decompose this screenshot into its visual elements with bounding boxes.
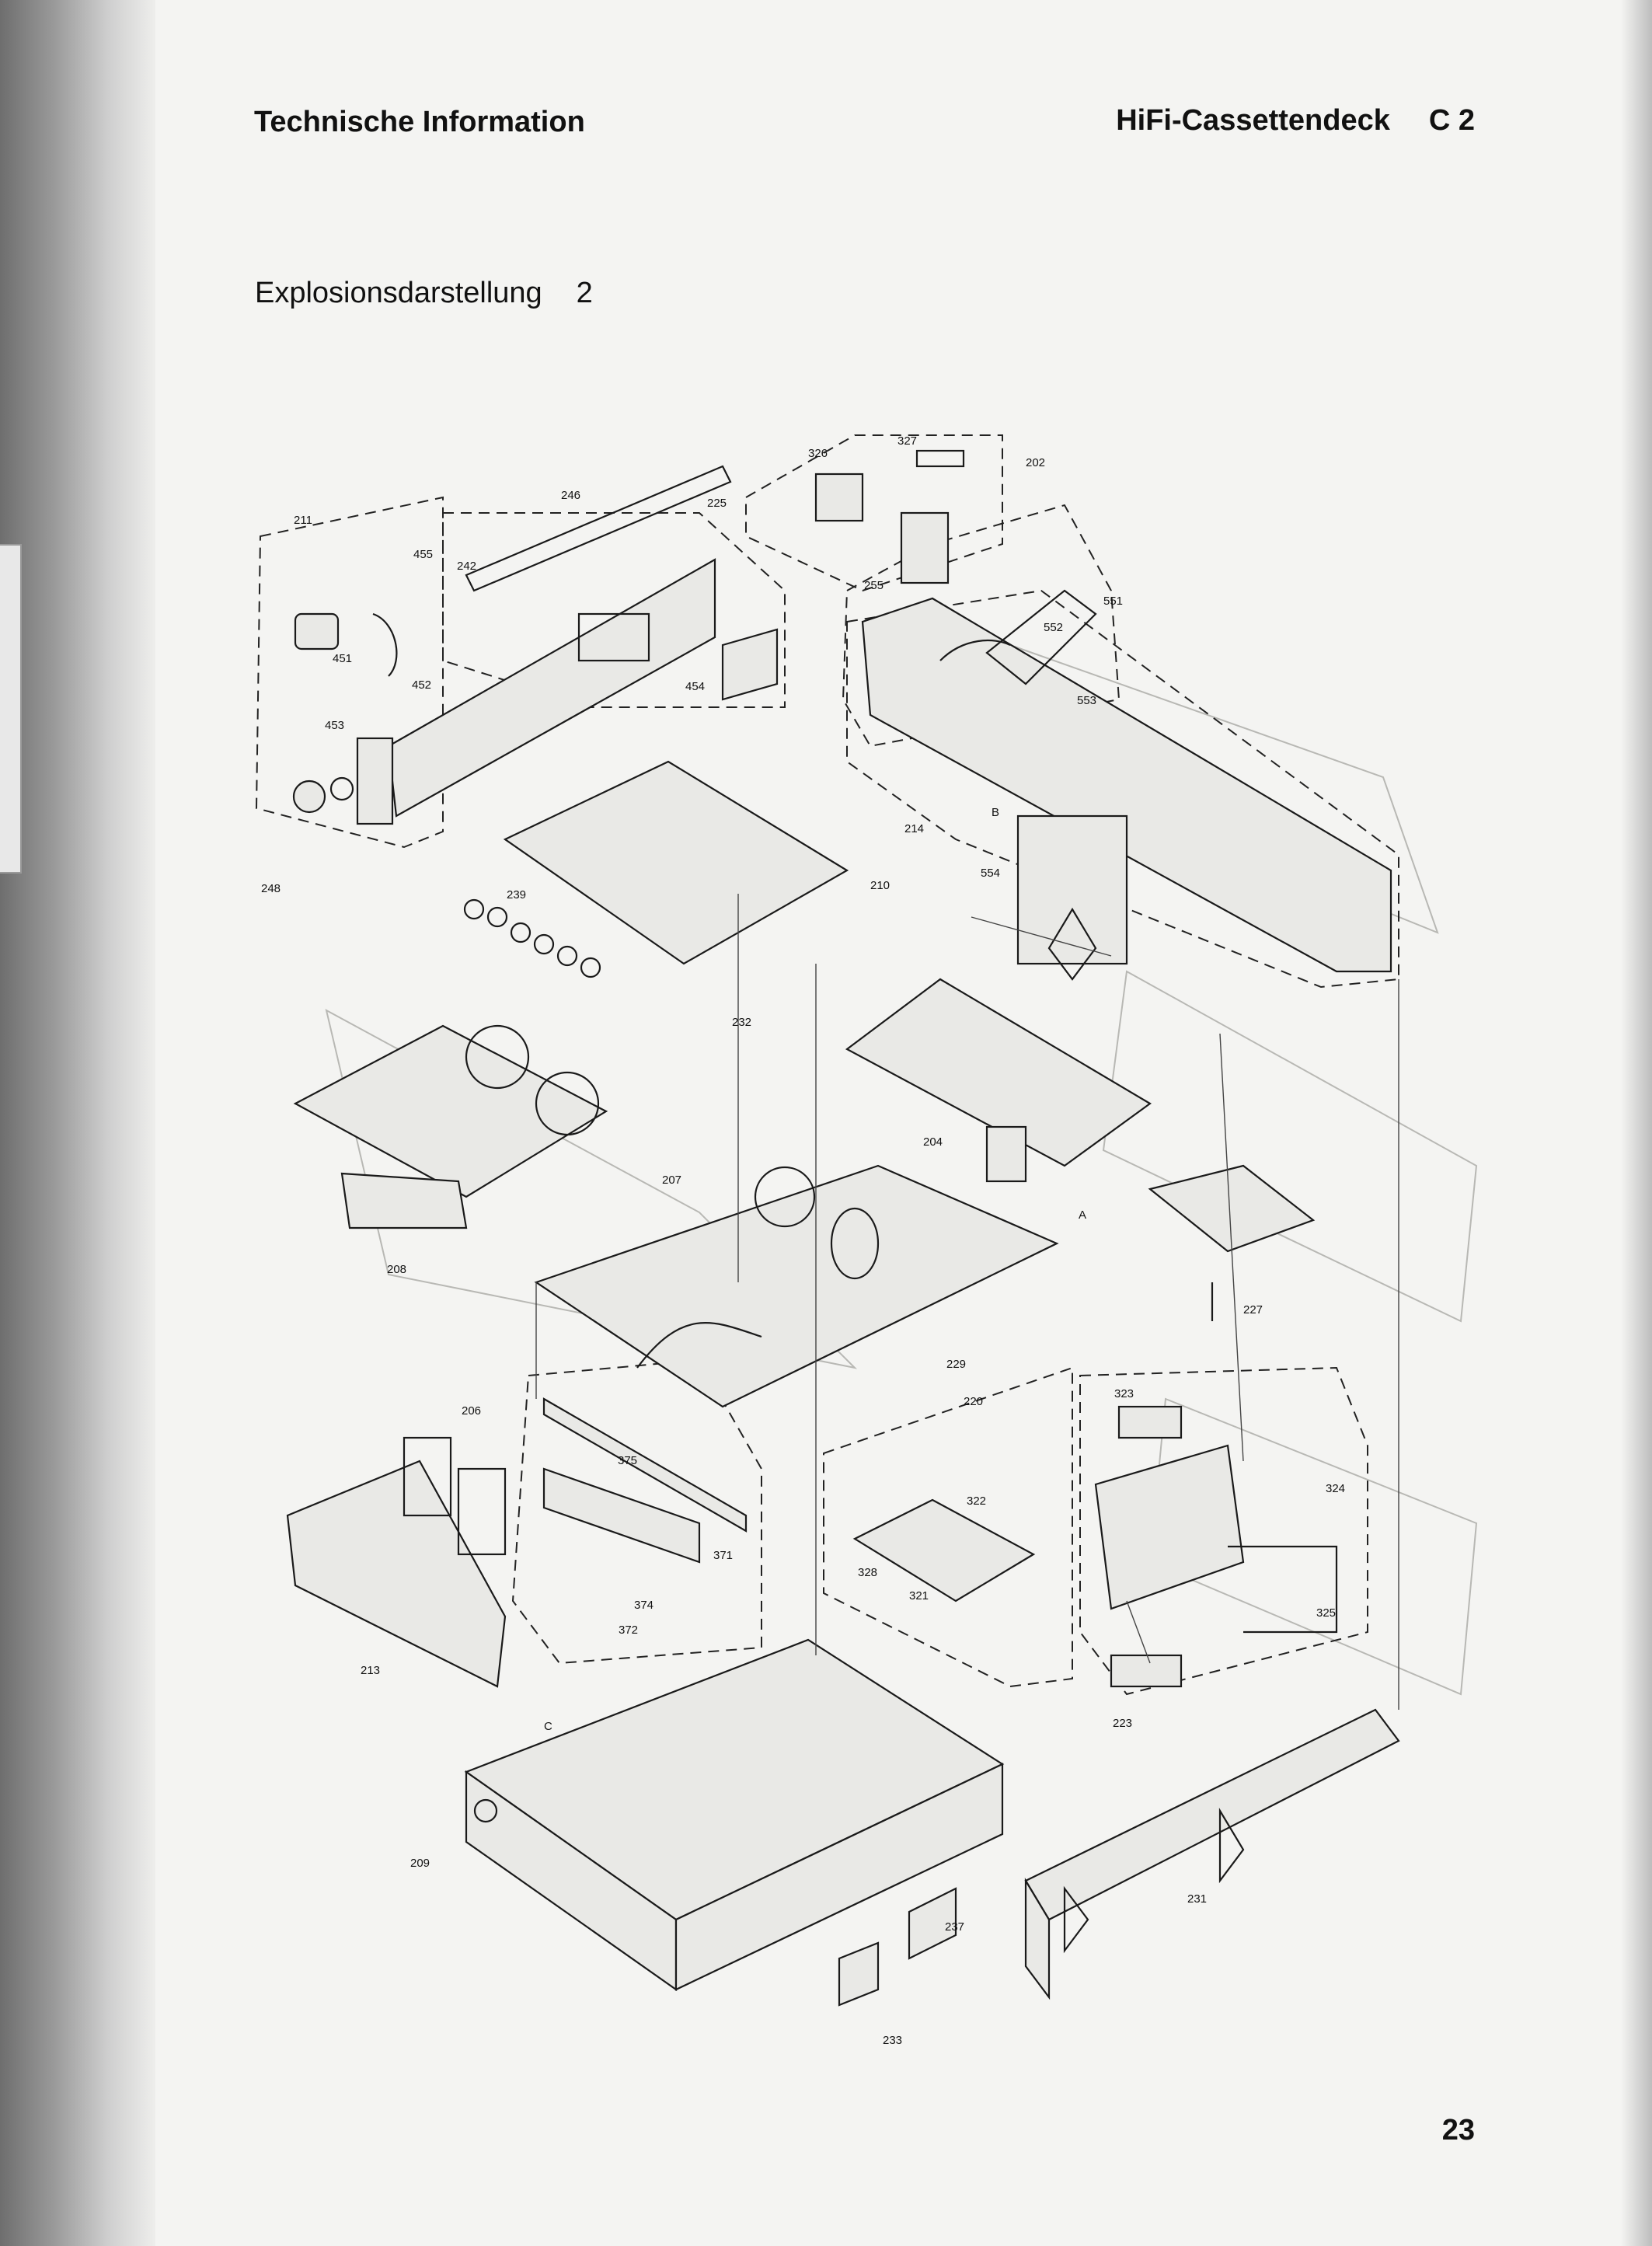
book-spine-shadow [0, 0, 155, 2246]
part-label: 323 [1114, 1387, 1134, 1400]
part-label: 246 [561, 489, 580, 502]
part-label: 328 [858, 1566, 877, 1579]
part-label: 232 [732, 1016, 751, 1029]
page-edge-shadow [1621, 0, 1652, 2246]
part-label: 220 [964, 1395, 983, 1408]
part-label: 452 [412, 678, 431, 692]
part-label: 214 [904, 822, 924, 835]
part-label: A [1079, 1208, 1086, 1222]
part-label: 326 [808, 447, 828, 460]
part-label: 455 [413, 548, 433, 561]
part-label: 248 [261, 882, 281, 895]
diagram-title: Explosionsdarstellung 2 [255, 277, 593, 310]
part-label: 322 [967, 1494, 986, 1508]
part-label: 207 [662, 1174, 681, 1187]
part-label: 372 [619, 1623, 638, 1637]
part-label: 223 [1113, 1717, 1132, 1730]
part-label: 453 [325, 719, 344, 732]
part-label: 375 [618, 1454, 637, 1467]
part-label: 552 [1044, 621, 1063, 634]
part-label: 321 [909, 1589, 929, 1603]
diagram-number: 2 [576, 277, 593, 309]
part-label: 324 [1326, 1482, 1345, 1495]
part-label: 202 [1026, 456, 1045, 469]
part-label: 551 [1103, 595, 1123, 608]
part-label: 374 [634, 1599, 653, 1612]
exploded-parts [286, 449, 1400, 2007]
product-heading: HiFi-Cassettendeck C 2 [1116, 104, 1475, 138]
product-name: HiFi-Cassettendeck [1116, 104, 1390, 137]
part-label: 206 [462, 1404, 481, 1418]
part-label: 233 [883, 2034, 902, 2047]
part-label: 209 [410, 1857, 430, 1870]
part-label: 242 [457, 560, 476, 573]
assembly-group-outlines [255, 434, 1399, 1696]
part-label: 210 [870, 879, 890, 892]
part-label: B [992, 806, 999, 819]
part-label: 211 [294, 514, 312, 527]
part-label: 225 [707, 497, 727, 510]
diagram-title-text: Explosionsdarstellung [255, 277, 542, 309]
part-number-labels: 211 455 246 225 326 327 202 242 255 551 … [261, 434, 1345, 2047]
section-heading: Technische Information [254, 106, 585, 138]
part-label: 554 [981, 867, 1000, 880]
model-code: C 2 [1428, 104, 1475, 137]
part-label: 213 [361, 1664, 380, 1677]
part-label: 204 [923, 1135, 943, 1149]
part-label: 229 [946, 1358, 966, 1371]
part-label: C [544, 1720, 552, 1733]
part-label: 371 [713, 1549, 733, 1562]
part-label: 255 [864, 579, 884, 592]
part-label: 227 [1243, 1303, 1263, 1317]
part-label: 454 [685, 680, 705, 693]
part-label: 327 [897, 434, 917, 448]
part-label: 325 [1316, 1606, 1336, 1620]
part-label: 451 [333, 652, 352, 665]
adjacent-page-edge [0, 544, 22, 874]
part-label: 231 [1187, 1892, 1207, 1906]
part-label: 239 [507, 888, 526, 902]
part-label: 237 [945, 1920, 964, 1934]
part-label: 208 [387, 1263, 406, 1276]
page-number: 23 [1441, 2114, 1475, 2147]
part-label: 553 [1077, 694, 1096, 707]
